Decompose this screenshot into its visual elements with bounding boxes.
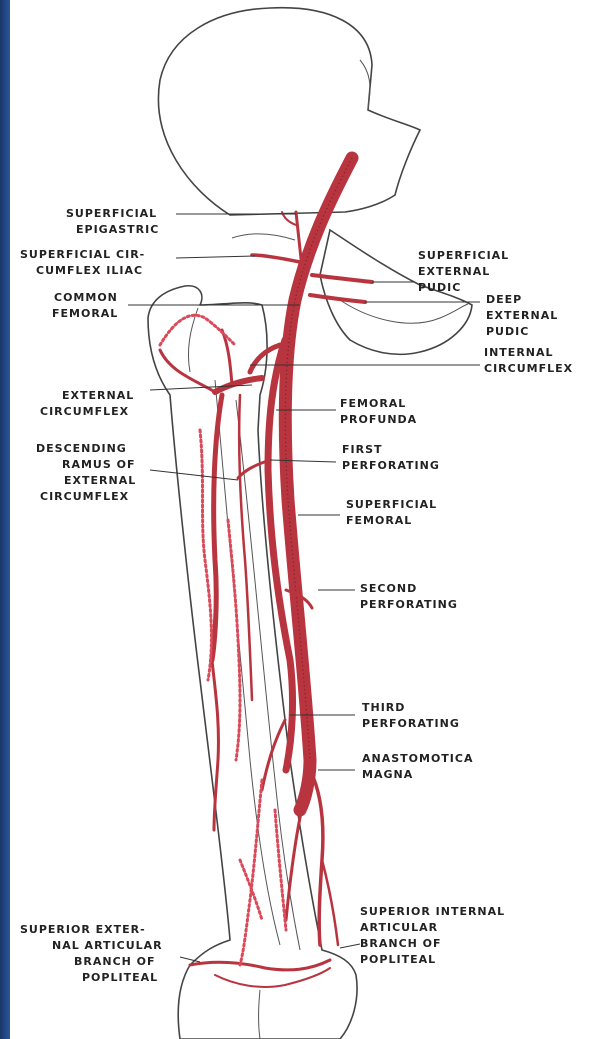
label-superior-external-articular: SUPERIOR EXTER- NAL ARTICULAR BRANCH OF … — [20, 923, 163, 984]
svg-text:FEMORAL: FEMORAL — [52, 307, 118, 320]
svg-text:PERFORATING: PERFORATING — [362, 717, 460, 730]
label-femoral-profunda: FEMORAL PROFUNDA — [340, 397, 417, 426]
svg-text:EXTERNAL: EXTERNAL — [486, 309, 558, 322]
svg-text:THIRD: THIRD — [362, 701, 405, 714]
svg-text:SUPERFICIAL: SUPERFICIAL — [418, 249, 509, 262]
svg-text:SUPERIOR EXTER-: SUPERIOR EXTER- — [20, 923, 146, 936]
label-superficial-circumflex-iliac: SUPERFICIAL CIR- CUMFLEX ILIAC — [20, 248, 145, 277]
svg-text:MAGNA: MAGNA — [362, 768, 413, 781]
svg-text:SUPERFICIAL CIR-: SUPERFICIAL CIR- — [20, 248, 145, 261]
svg-text:POPLITEAL: POPLITEAL — [360, 953, 436, 966]
svg-text:EXTERNAL: EXTERNAL — [64, 474, 136, 487]
label-internal-circumflex: INTERNAL CIRCUMFLEX — [484, 346, 573, 375]
svg-text:PERFORATING: PERFORATING — [342, 459, 440, 472]
svg-text:FEMORAL: FEMORAL — [346, 514, 412, 527]
svg-text:BRANCH OF: BRANCH OF — [360, 937, 442, 950]
svg-text:POPLITEAL: POPLITEAL — [82, 971, 158, 984]
label-common-femoral: COMMON FEMORAL — [52, 291, 118, 320]
label-superficial-external-pudic: SUPERFICIAL EXTERNAL PUDIC — [418, 249, 509, 294]
svg-text:SECOND: SECOND — [360, 582, 417, 595]
svg-text:COMMON: COMMON — [54, 291, 118, 304]
svg-text:NAL ARTICULAR: NAL ARTICULAR — [52, 939, 163, 952]
svg-text:CUMFLEX ILIAC: CUMFLEX ILIAC — [36, 264, 143, 277]
label-second-perforating: SECOND PERFORATING — [360, 582, 458, 611]
svg-text:EXTERNAL: EXTERNAL — [418, 265, 490, 278]
label-superior-internal-articular: SUPERIOR INTERNAL ARTICULAR BRANCH OF PO… — [360, 905, 505, 966]
svg-text:FEMORAL: FEMORAL — [340, 397, 406, 410]
svg-text:FIRST: FIRST — [342, 443, 383, 456]
label-third-perforating: THIRD PERFORATING — [362, 701, 460, 730]
svg-text:SUPERFICIAL: SUPERFICIAL — [346, 498, 437, 511]
label-superficial-epigastric: SUPERFICIAL EPIGASTRIC — [66, 207, 159, 236]
svg-text:PUDIC: PUDIC — [418, 281, 461, 294]
svg-text:EPIGASTRIC: EPIGASTRIC — [76, 223, 159, 236]
label-descending-ramus: DESCENDING RAMUS OF EXTERNAL CIRCUMFLEX — [36, 442, 136, 503]
svg-text:CIRCUMFLEX: CIRCUMFLEX — [40, 490, 129, 503]
svg-text:PUDIC: PUDIC — [486, 325, 529, 338]
svg-text:INTERNAL: INTERNAL — [484, 346, 554, 359]
svg-text:DEEP: DEEP — [486, 293, 522, 306]
svg-text:RAMUS OF: RAMUS OF — [62, 458, 135, 471]
svg-text:ARTICULAR: ARTICULAR — [360, 921, 438, 934]
svg-text:BRANCH OF: BRANCH OF — [74, 955, 156, 968]
svg-text:PERFORATING: PERFORATING — [360, 598, 458, 611]
svg-text:PROFUNDA: PROFUNDA — [340, 413, 417, 426]
label-superficial-femoral: SUPERFICIAL FEMORAL — [346, 498, 437, 527]
svg-text:SUPERFICIAL: SUPERFICIAL — [66, 207, 157, 220]
label-first-perforating: FIRST PERFORATING — [342, 443, 440, 472]
label-external-circumflex: EXTERNAL CIRCUMFLEX — [40, 389, 134, 418]
label-deep-external-pudic: DEEP EXTERNAL PUDIC — [486, 293, 558, 338]
svg-text:EXTERNAL: EXTERNAL — [62, 389, 134, 402]
svg-text:SUPERIOR INTERNAL: SUPERIOR INTERNAL — [360, 905, 505, 918]
svg-text:DESCENDING: DESCENDING — [36, 442, 127, 455]
femur-bone — [148, 286, 357, 1039]
svg-text:ANASTOMOTICA: ANASTOMOTICA — [362, 752, 474, 765]
svg-text:CIRCUMFLEX: CIRCUMFLEX — [484, 362, 573, 375]
svg-text:CIRCUMFLEX: CIRCUMFLEX — [40, 405, 129, 418]
label-anastomotica-magna: ANASTOMOTICA MAGNA — [362, 752, 474, 781]
